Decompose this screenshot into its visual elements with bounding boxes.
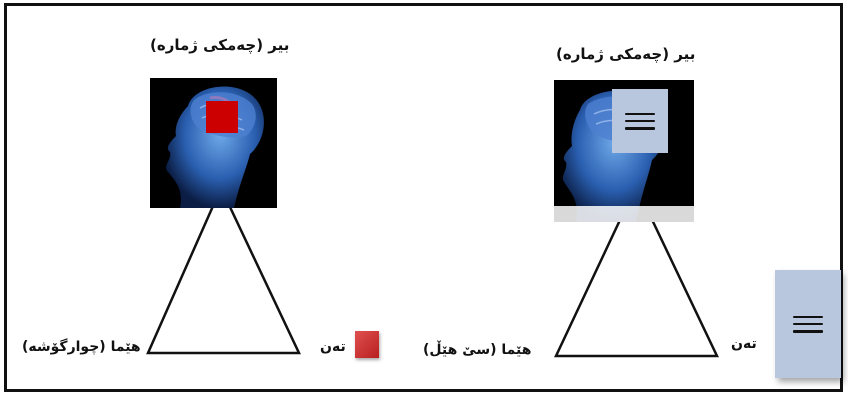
three-lines-icon [625,113,655,130]
right-bottom-right-label: تەن [731,336,757,352]
right-top-label: بیر (چەمکی ژمارە) [556,45,695,63]
left-red-square-object [355,331,379,358]
right-lines-box-object [775,270,841,378]
head-brain-icon [150,78,277,208]
left-top-label: بیر (چەمکی ژمارە) [150,36,289,54]
three-lines-icon [793,316,823,333]
right-lines-box-in-brain [612,89,668,153]
left-bottom-right-label: تەن [320,339,346,355]
right-bottom-left-label: هێما (سێ هێڵ) [423,342,531,358]
left-bottom-left-label: هێما (چوارگۆشە) [22,339,141,355]
left-triangle [148,188,299,353]
left-head-image [150,78,277,208]
left-red-square-in-brain [206,101,238,133]
